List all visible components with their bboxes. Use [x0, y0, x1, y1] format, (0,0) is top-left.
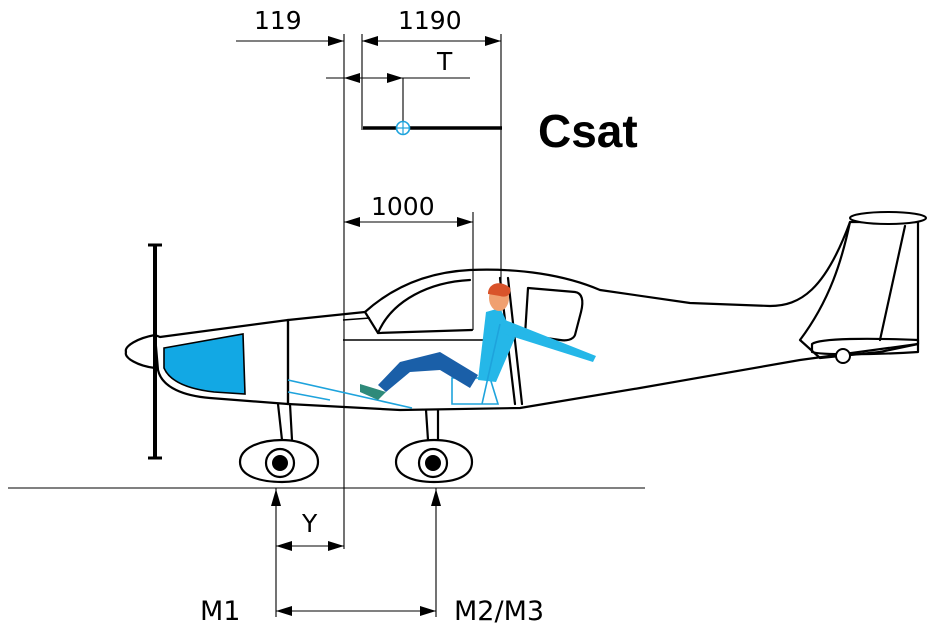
load-arrows — [271, 489, 441, 506]
cowling-blue-panel — [163, 333, 246, 395]
pedal-line — [287, 379, 413, 409]
spinner — [124, 333, 157, 370]
nose-wheel-hub — [272, 455, 288, 471]
wheelbase-arrow-left — [276, 606, 292, 616]
tail-fin — [798, 220, 920, 360]
pilot-arm — [492, 318, 596, 362]
pilot-hair — [488, 283, 511, 297]
pedal-line-2 — [287, 391, 331, 401]
dim-1000-label: 1000 — [371, 192, 435, 221]
nose-wheel-fairing — [238, 438, 320, 484]
aircraft-body — [124, 211, 927, 484]
dim-119-label: 119 — [254, 6, 302, 35]
nose-gear-strut — [276, 402, 284, 442]
dimension-group-t: T — [326, 47, 470, 128]
pilot-figure — [360, 283, 596, 405]
tail-tip-cap — [849, 211, 927, 225]
tail-fin-rudder-line — [878, 224, 907, 342]
dim-y-arrow-right — [328, 541, 344, 551]
pilot-shoe — [360, 384, 386, 400]
dim-1190-label: 1190 — [398, 6, 462, 35]
canopy — [363, 220, 852, 314]
fuselage-top — [286, 310, 474, 335]
nose-load-arrowhead — [271, 489, 281, 506]
dimension-group-wheelbase: M1 M2/M3 — [200, 596, 544, 627]
seat-back-frame — [481, 323, 501, 405]
main-load-arrowhead — [431, 489, 441, 506]
dim-t-arrow-left — [344, 73, 360, 83]
nose-gear-leg — [288, 402, 294, 442]
reference-lines — [275, 34, 502, 617]
wing-chord-group — [363, 120, 502, 136]
dim-1000-arrow-right — [457, 217, 473, 227]
aircraft-title: Csat — [538, 105, 638, 157]
pilot-legs — [378, 352, 478, 392]
rear-window — [523, 286, 584, 342]
dim-1190-arrow-left — [362, 36, 378, 46]
dim-y-arrow-left — [276, 541, 292, 551]
main-wheel-hub — [425, 455, 441, 471]
dimension-group-y: Y — [276, 509, 344, 551]
canopy-pillar-2 — [506, 276, 524, 406]
pilot-torso — [478, 308, 515, 382]
main-wheel-fairing — [394, 438, 474, 484]
dim-1190-arrow-right — [485, 36, 501, 46]
dim-t-arrow-right — [387, 73, 403, 83]
stabilizer-hinge — [835, 348, 851, 364]
dimension-group-top: 119 1190 — [236, 6, 501, 46]
dim-y-label: Y — [301, 509, 318, 538]
windshield-frame — [376, 278, 472, 335]
label-m2-m3: M2/M3 — [454, 596, 544, 627]
instrument-panel — [342, 317, 371, 321]
dim-1000-arrow-left — [344, 217, 360, 227]
wheelbase-arrow-right — [420, 606, 436, 616]
horizontal-stabilizer — [810, 337, 920, 356]
dim-119-arrowhead — [328, 36, 344, 46]
dimension-group-1000: 1000 — [344, 192, 473, 227]
pilot-seat — [451, 377, 500, 405]
dim-t-label: T — [436, 47, 453, 76]
label-m1: M1 — [200, 596, 240, 627]
main-gear-strut — [424, 408, 430, 442]
